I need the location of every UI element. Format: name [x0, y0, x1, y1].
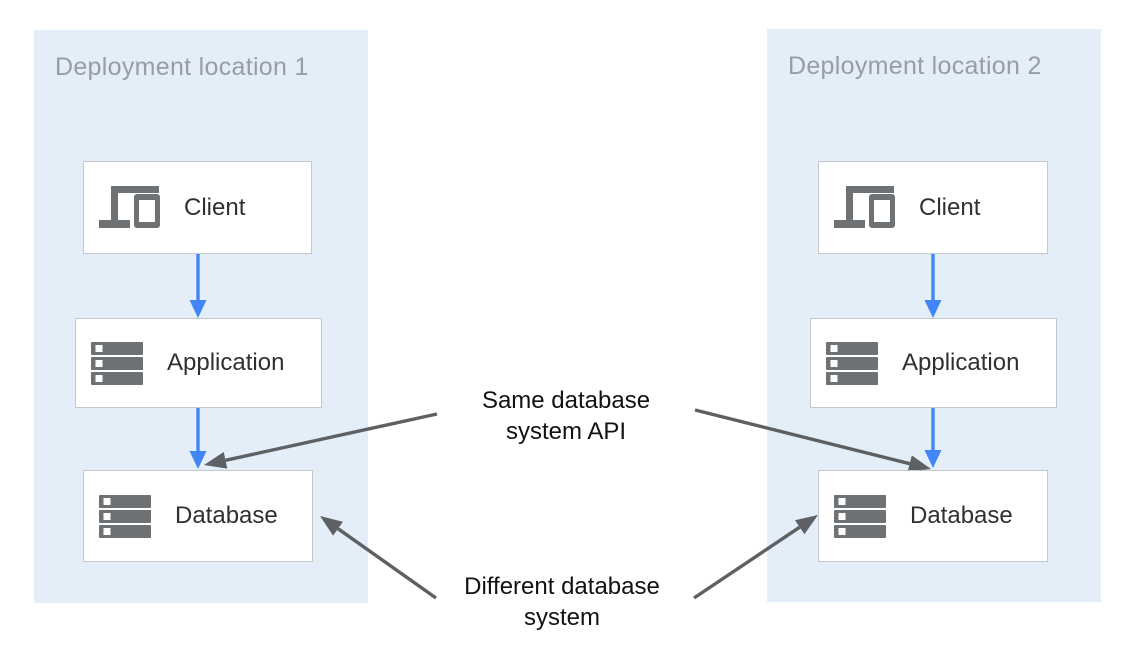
application-node-left: Application: [75, 318, 322, 408]
node-label: Client: [184, 193, 246, 221]
node-label: Client: [919, 193, 981, 221]
devices-icon: [99, 186, 160, 228]
database-node-left: Database: [83, 470, 313, 562]
devices-icon: [834, 186, 895, 228]
annotation-same-database-system-api: Same database system API: [481, 387, 651, 445]
annotation-different-database-system: Different database system: [464, 573, 660, 631]
server-stack-icon: [91, 341, 143, 385]
node-label: Database: [910, 502, 1013, 529]
panel-title: Deployment location 1: [55, 53, 309, 81]
node-label: Application: [902, 349, 1020, 376]
node-label: Application: [167, 349, 285, 376]
application-node-right: Application: [810, 318, 1057, 408]
panel-title: Deployment location 2: [788, 52, 1042, 80]
node-label: Database: [175, 502, 278, 529]
client-node-right: Client: [818, 161, 1048, 254]
client-node-left: Client: [83, 161, 312, 254]
server-stack-icon: [99, 494, 151, 538]
server-stack-icon: [826, 341, 878, 385]
database-node-right: Database: [818, 470, 1048, 562]
server-stack-icon: [834, 494, 886, 538]
